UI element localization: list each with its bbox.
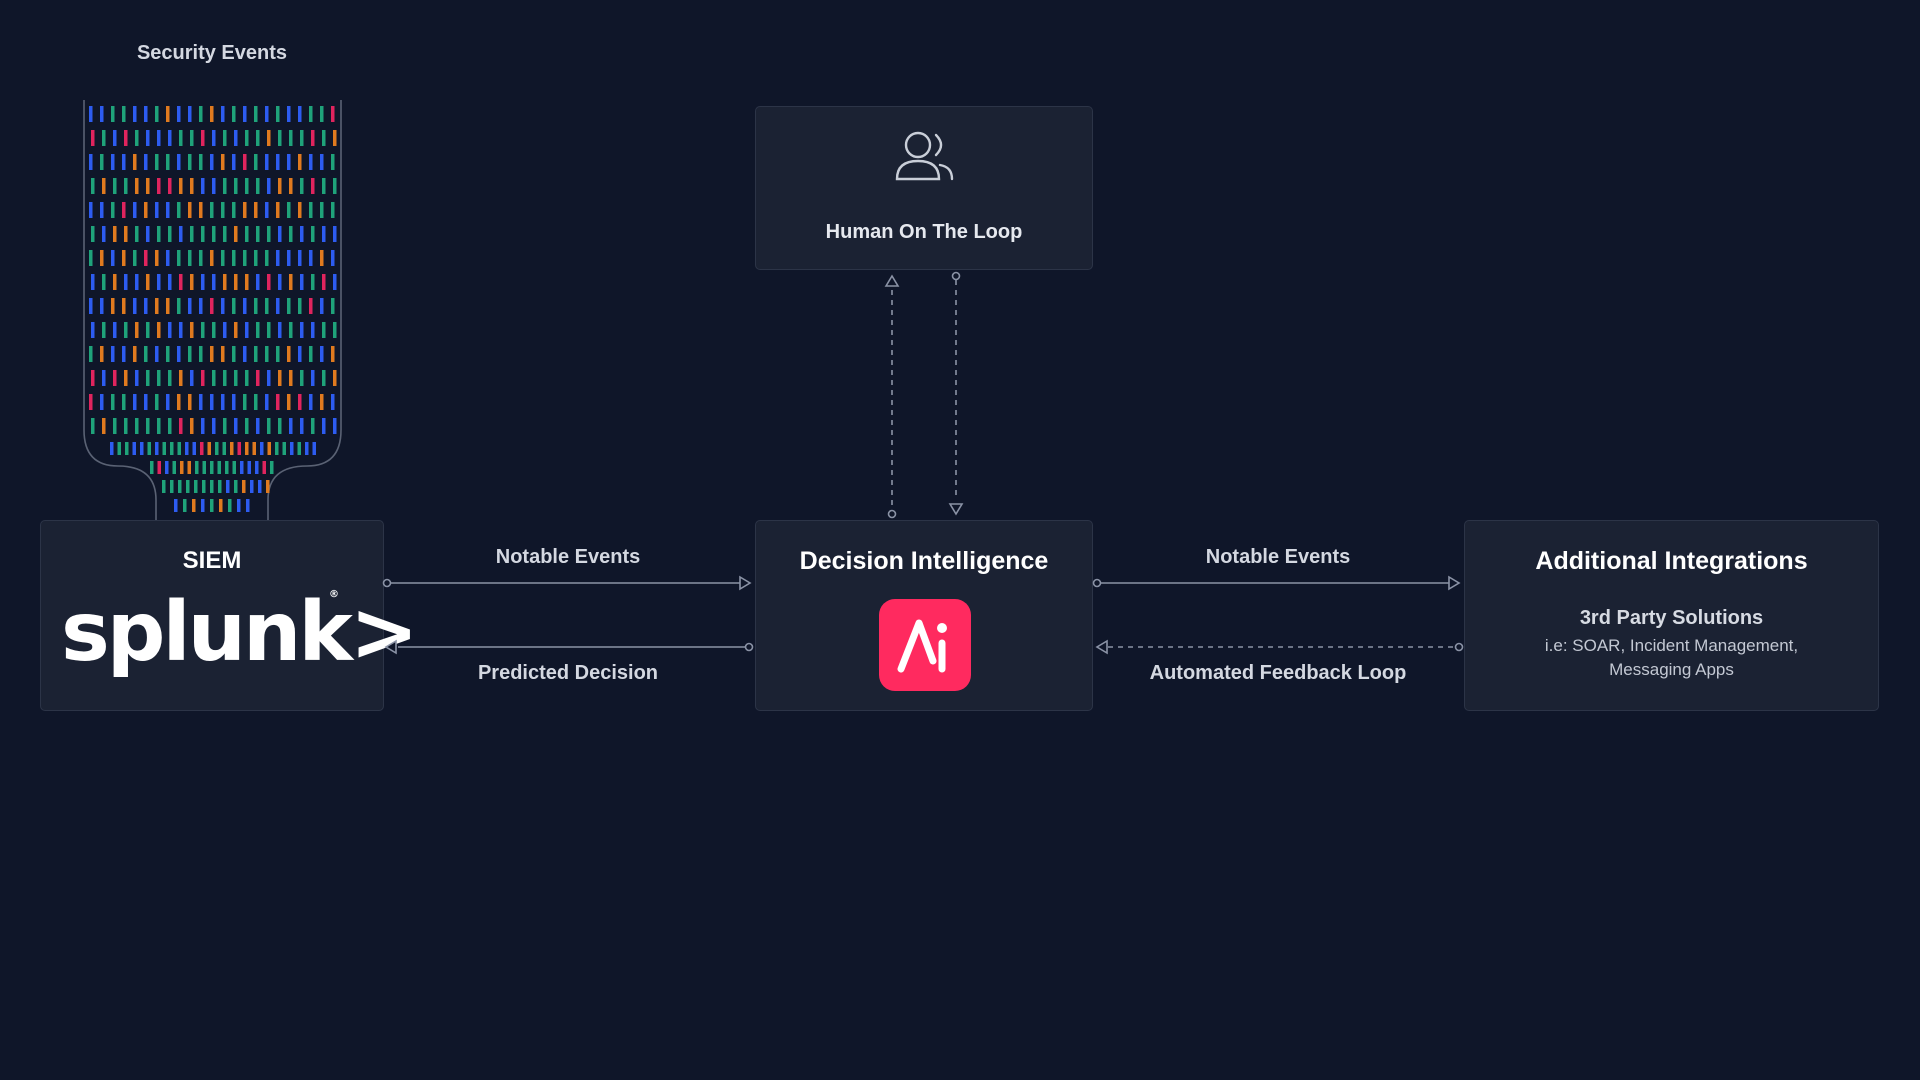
di-to-integrations-label: Notable Events: [1158, 546, 1398, 569]
siem-to-di-label: Notable Events: [448, 546, 688, 569]
di-to-siem-label: Predicted Decision: [448, 662, 688, 685]
integrations-to-di-label: Automated Feedback Loop: [1128, 662, 1428, 685]
